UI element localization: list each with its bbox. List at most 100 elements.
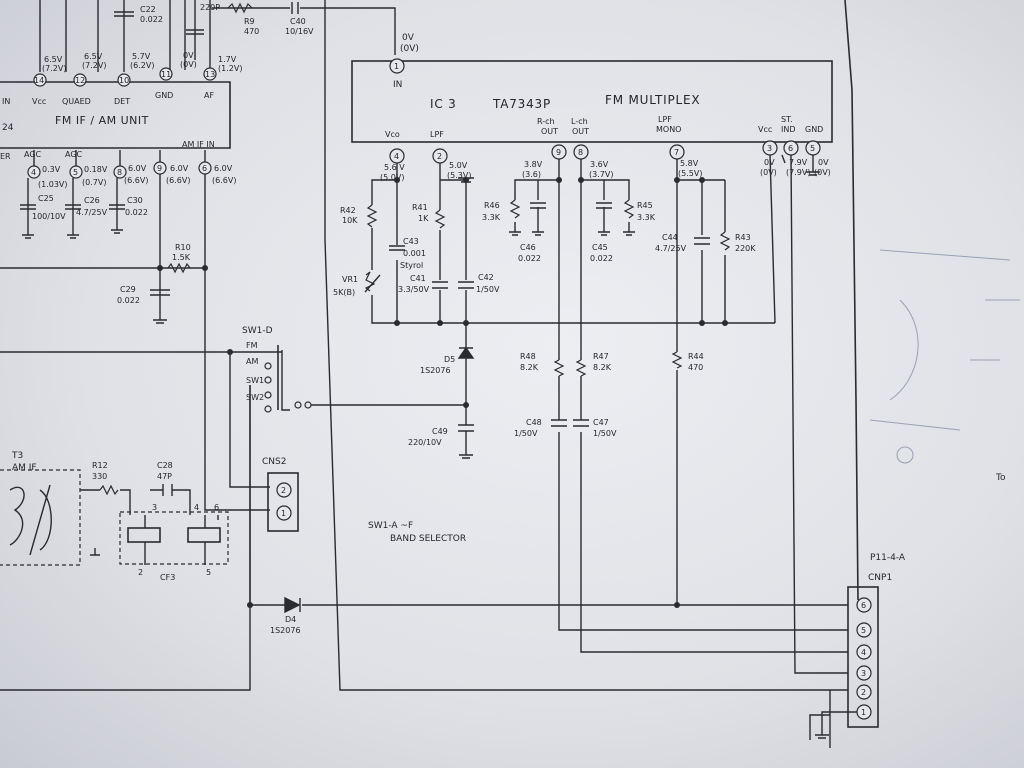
band-selector-ref: SW1-A ~F <box>368 521 413 531</box>
r47-value: 8.2K <box>593 363 612 372</box>
pin8-label2: OUT <box>572 127 589 136</box>
cns2-title: CNS2 <box>262 457 286 467</box>
c47-value: 1/50V <box>593 429 617 438</box>
fm-bot-pin9-num: 9 <box>157 164 162 173</box>
r44-symbol <box>671 351 683 369</box>
agc-leads <box>27 178 118 235</box>
c41-c42-symbols <box>432 281 474 350</box>
pin2-v1: 5.0V <box>449 161 468 170</box>
fm-bot-pin8-v2: (6.6V) <box>124 176 148 185</box>
right-edge-label: To <box>995 473 1006 483</box>
fm-unit-top-leads <box>39 0 211 72</box>
r10-ref: R10 <box>175 243 191 252</box>
fm-top-pin14-label: Vcc <box>32 97 46 106</box>
pin9-label2: OUT <box>541 127 558 136</box>
cf3-pin-4: 4 <box>194 503 199 512</box>
cf3-shield <box>119 511 229 565</box>
sw1d-contacts <box>264 362 312 413</box>
r44-value: 470 <box>688 363 703 372</box>
c49-ref: C49 <box>432 427 448 436</box>
fm-bot-pin4-label: AGC <box>24 150 42 159</box>
outer-loop-line <box>324 0 848 691</box>
r48-ref: R48 <box>520 352 536 361</box>
ic3-pin-in-num: 1 <box>394 62 399 71</box>
fm-top-pin11-label: GND <box>155 91 173 100</box>
bleed-through <box>869 249 1020 464</box>
cnp1-box <box>847 586 879 728</box>
r48-value: 8.2K <box>520 363 539 372</box>
fm-bot-pin5-num: 5 <box>73 168 78 177</box>
r45-symbol <box>623 199 635 219</box>
cf3-ref: CF3 <box>160 573 175 582</box>
fm-top-pin12-v1: 6.5V <box>84 52 103 61</box>
left-bottom-line <box>0 385 251 691</box>
c48-symbol <box>551 419 567 427</box>
c220p-value: 220P <box>200 3 220 12</box>
lpf-leads <box>439 163 467 280</box>
pin7-label1: LPF <box>658 115 672 124</box>
c48-ref: C48 <box>526 418 542 427</box>
c42-value: 1/50V <box>476 285 500 294</box>
pin3-v2: (0V) <box>760 168 777 177</box>
sw1d-pos-sw1: SW1 <box>246 376 264 385</box>
r12-value: 330 <box>92 472 107 481</box>
fm-top-pin12-num: 12 <box>75 76 85 85</box>
pin9-v1: 3.8V <box>524 160 543 169</box>
c26-ref: C26 <box>84 196 100 205</box>
band-selector-label: BAND SELECTOR <box>390 534 466 544</box>
c47-ref: C47 <box>593 418 609 427</box>
cnp1-title1: P11-4-A <box>870 553 906 563</box>
d4-value: 1S2076 <box>270 626 301 635</box>
pin3-label: Vcc <box>758 125 772 134</box>
c29-wiring <box>0 267 170 320</box>
ic3-part: TA7343P <box>492 97 551 111</box>
fm-top-pin10-v1: 5.7V <box>132 52 151 61</box>
cns2-box <box>267 472 299 532</box>
c26-value: 4.7/25V <box>76 208 108 217</box>
lower-border <box>809 690 831 748</box>
d4-ref: D4 <box>285 615 296 624</box>
t3-leads <box>80 489 131 556</box>
r44-ref: R44 <box>688 352 704 361</box>
pin8-num: 8 <box>578 148 583 157</box>
lch-leads <box>580 159 630 232</box>
pin6-v2: (7.9V) <box>786 168 810 177</box>
fm-unit-title: FM IF / AM UNIT <box>55 114 149 127</box>
d5-value: 1S2076 <box>420 366 451 375</box>
r45-ref: R45 <box>637 201 653 210</box>
fm-bot-pin6-num: 6 <box>202 164 207 173</box>
pin4-label: Vco <box>385 130 400 139</box>
c22-ref: C22 <box>140 5 156 14</box>
c44-symbol <box>694 237 710 245</box>
fm-bot-pin5-v1: 0.18V <box>84 165 108 174</box>
cnp1-pin-4: 4 <box>861 648 866 657</box>
pin7-v2: (5.5V) <box>678 169 702 178</box>
c46-symbol <box>509 202 546 236</box>
cnp1-title2: CNP1 <box>868 573 892 583</box>
fm-bot-pin6-v2: (6.6V) <box>212 176 236 185</box>
ic3-pin-in-v1: 0V <box>402 33 415 43</box>
pin2-v2: (5.3V) <box>447 171 471 180</box>
fm-top-pin13-v1: 1.7V <box>218 55 237 64</box>
c40-value: 10/16V <box>285 27 314 36</box>
fm-top-pin13-v2: (1.2V) <box>218 64 242 73</box>
fm-bot-pin5-v2: (0.7V) <box>82 178 106 187</box>
vr1-arrow <box>364 274 381 293</box>
ic3-function: FM MULTIPLEX <box>605 93 700 107</box>
cnp1-pin-1: 1 <box>861 708 866 717</box>
cf3-pin-3: 3 <box>152 503 157 512</box>
fm-bot-pin4-v1: 0.3V <box>42 165 61 174</box>
c45-symbol <box>596 202 635 236</box>
rch-leads <box>514 159 560 232</box>
c43-ref: C43 <box>403 237 419 246</box>
t3-value: AM IF <box>12 463 37 473</box>
pin3-num: 3 <box>767 144 772 153</box>
fm-bot-pin9-v1: 6.0V <box>170 164 189 173</box>
r9-symbol <box>227 2 253 14</box>
r47-ref: R47 <box>593 352 609 361</box>
pin6-num: 6 <box>788 144 793 153</box>
vr1-value: 5K(B) <box>333 288 355 297</box>
t3-shield <box>0 469 81 566</box>
pin7-num: 7 <box>674 148 679 157</box>
